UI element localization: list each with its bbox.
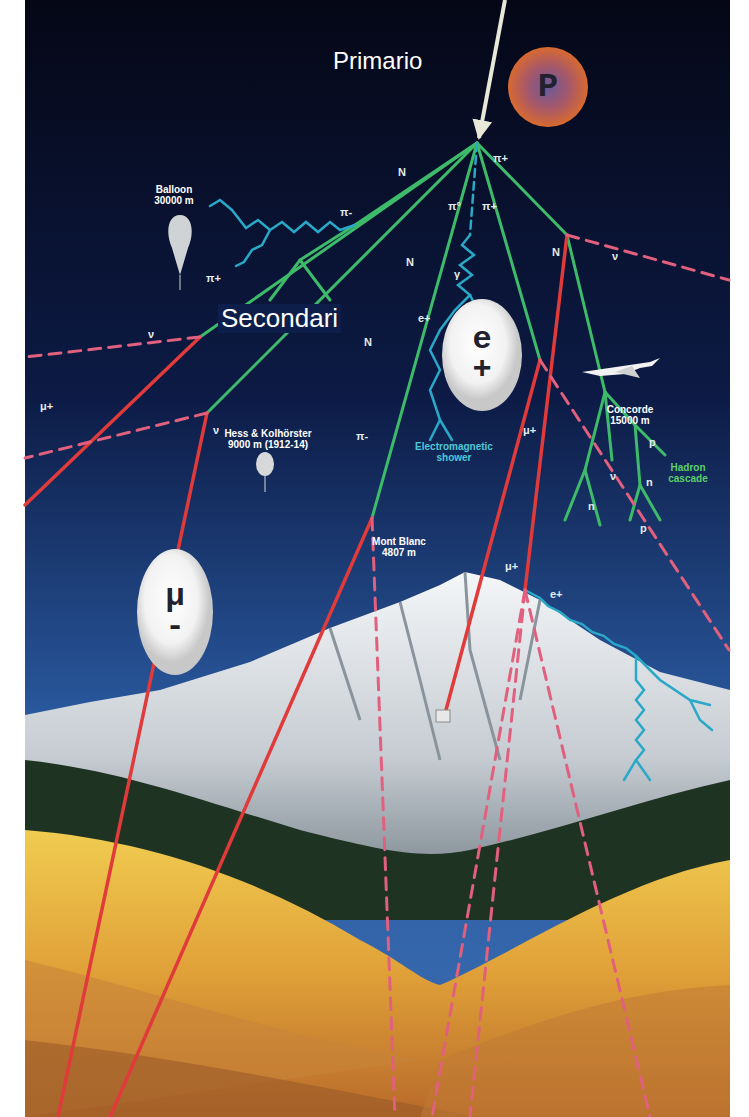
particle-label: p: [640, 522, 647, 534]
particle-label: ν: [610, 470, 616, 482]
particle-label: e+: [418, 312, 431, 324]
particle-label: ν: [148, 328, 154, 340]
particle-tracks: [25, 143, 729, 1117]
particle-label: N: [364, 336, 372, 348]
caption-label: Electromagnetic shower: [404, 441, 504, 463]
balloon: [168, 215, 191, 275]
particle-label: μ+: [523, 424, 536, 436]
particle-label: μ+: [40, 400, 53, 412]
particle-symbol: P: [538, 71, 558, 103]
particle-symbol: e +: [463, 325, 501, 386]
hess-balloon: [256, 452, 274, 476]
particle-label: π-: [356, 430, 368, 442]
caption-label: Secondari: [218, 304, 341, 333]
particle-label: n: [646, 476, 653, 488]
particle-label: π-: [340, 206, 352, 218]
caption-label: Balloon 30000 m: [146, 184, 202, 206]
observatory: [436, 710, 450, 722]
concorde-wing: [615, 366, 640, 378]
badge-shape: [137, 549, 213, 675]
ground-band: [25, 1040, 480, 1117]
ground: [25, 830, 730, 1117]
balloon-string: [265, 476, 266, 492]
badge-shape: [508, 47, 588, 127]
balloon-string: [180, 275, 181, 290]
particle-label: e+: [550, 588, 563, 600]
sky: [25, 0, 730, 1117]
particle-label: N: [552, 246, 560, 258]
particle-label: π+: [482, 200, 497, 212]
particle-label: ν: [213, 424, 219, 436]
caption-label: Hess & Kolhörster 9000 m (1912-14): [212, 428, 324, 450]
caption-label: Hadron cascade: [663, 462, 713, 484]
particle-label: γ: [454, 268, 460, 280]
caption-label: Mont Blanc 4807 m: [366, 536, 432, 558]
particle-label: N: [406, 256, 414, 268]
caption-label: Concorde 15000 m: [598, 404, 662, 426]
particle-label: ν: [612, 250, 618, 262]
particle-badge: μ -: [137, 549, 213, 675]
particle-label: π°: [448, 200, 461, 212]
particle-symbol: μ -: [156, 582, 194, 643]
particle-label: π+: [493, 152, 508, 164]
primary-particle: P: [508, 47, 588, 127]
ground-band: [420, 985, 730, 1117]
particle-badge: e +: [442, 299, 522, 411]
particle-label: n: [588, 500, 595, 512]
caption-label: Primario: [333, 48, 422, 74]
badge-shape: [442, 299, 522, 411]
mountain-ridge: [330, 572, 540, 760]
particle-label: π+: [206, 272, 221, 284]
particle-label: N: [398, 166, 406, 178]
particle-label: μ+: [505, 560, 518, 572]
particle-label: p: [649, 436, 656, 448]
primary-track: [479, 0, 505, 138]
